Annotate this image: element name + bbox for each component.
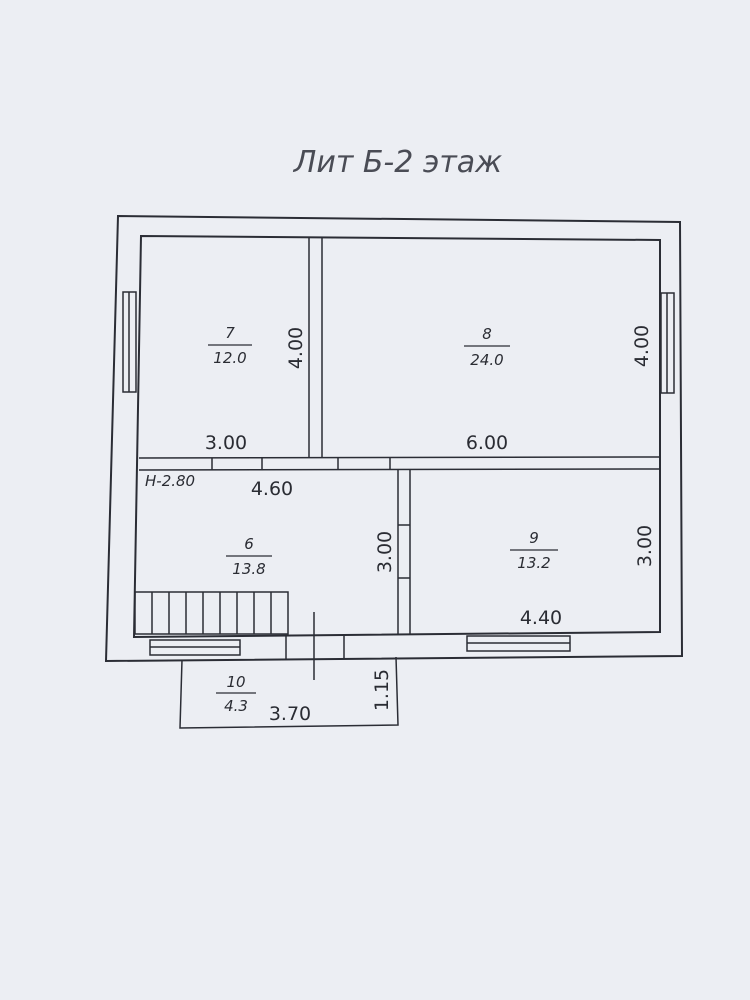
- room-9: 9 13.2: [510, 529, 558, 572]
- room-number: 7: [225, 324, 235, 342]
- room-number: 9: [529, 529, 539, 547]
- dimension-room8-height: 4.00: [631, 325, 653, 367]
- dimension-room6-width: 4.60: [251, 478, 293, 500]
- room-number: 10: [226, 673, 245, 691]
- porch-outline: [179, 656, 399, 729]
- dimension-room9-height: 3.00: [634, 525, 656, 567]
- room-10: 10 4.3: [216, 673, 256, 715]
- room-area: 13.2: [517, 554, 550, 572]
- ceiling-height-label: Н-2.80: [145, 472, 195, 490]
- dimension-room8-width: 6.00: [466, 432, 508, 454]
- room-7: 7 12.0: [208, 324, 252, 367]
- dimension-room10-depth: 1.15: [371, 669, 393, 711]
- room-number: 6: [244, 535, 254, 553]
- staircase: [134, 591, 289, 635]
- window-bottom-left: [149, 639, 241, 656]
- room-area: 4.3: [224, 697, 248, 715]
- window-bottom-right: [466, 635, 571, 652]
- plan-title: Лит Б-2 этаж: [293, 145, 502, 180]
- window-left: [122, 291, 137, 393]
- window-right: [660, 292, 675, 394]
- dimension-room10-width: 3.70: [269, 703, 311, 725]
- inner-walls: [138, 238, 661, 635]
- entrance-opening: [285, 612, 345, 680]
- dimension-room7-width: 3.00: [205, 432, 247, 454]
- dimension-room9-width: 4.40: [520, 607, 562, 629]
- room-area: 13.8: [232, 560, 265, 578]
- room-number: 8: [482, 325, 492, 343]
- dimension-room7-height: 4.00: [285, 327, 307, 369]
- outer-walls: [104, 214, 684, 663]
- room-area: 12.0: [213, 349, 246, 367]
- dimension-room6-height: 3.00: [374, 531, 396, 573]
- room-6: 6 13.8: [226, 535, 272, 578]
- room-area: 24.0: [470, 351, 503, 369]
- room-8: 8 24.0: [464, 325, 510, 369]
